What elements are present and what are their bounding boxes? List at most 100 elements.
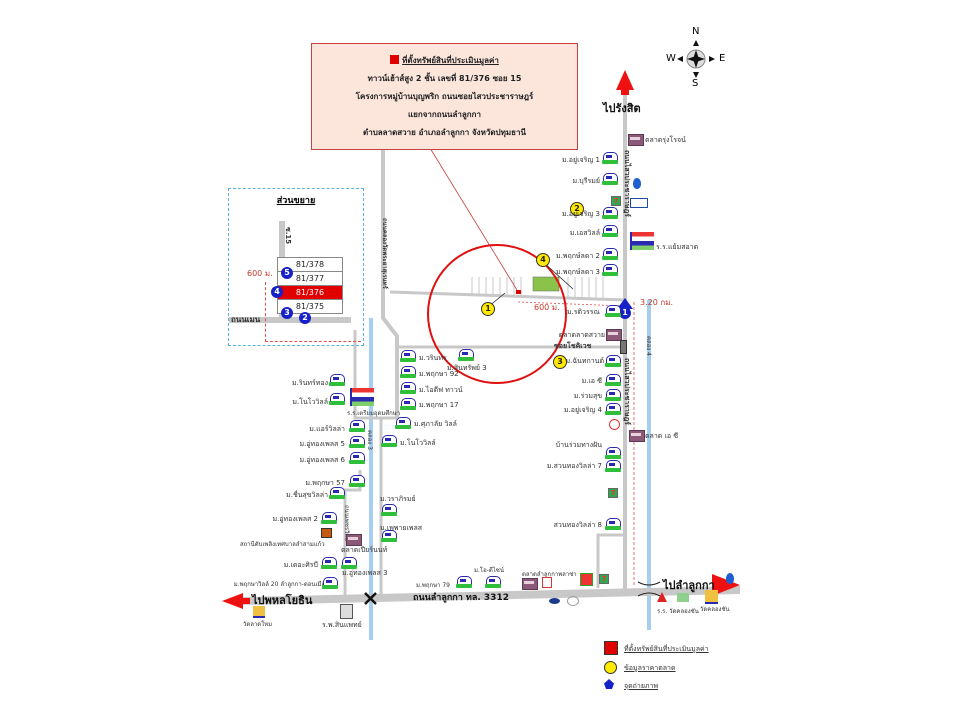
inset-road-label: ถนนเมน	[231, 315, 261, 324]
place-label: ม.พฤกษ์ลดา 3	[556, 268, 600, 276]
place-label: ม.วราภิรมย์	[380, 495, 416, 503]
inset-distance-line-h	[265, 341, 361, 343]
market-point-1[interactable]: 1	[481, 302, 495, 316]
traffic-light-icon	[620, 340, 627, 354]
bigc-icon	[580, 573, 593, 586]
seven-eleven-icon: 7	[611, 196, 621, 206]
village-icon	[381, 530, 397, 542]
place-label: วัดลาดใหม	[243, 621, 273, 628]
tesco-lotus-icon	[630, 198, 648, 208]
place-label: ม.พฤกษา 17	[419, 401, 459, 409]
photo-point-1-arrow	[617, 298, 633, 309]
inset-photo-point-5[interactable]: 5	[281, 267, 293, 279]
place-label: ร.ร.แย้มสอาด	[656, 243, 699, 251]
canal-4-label: คลอง 4	[645, 336, 652, 356]
place-label: ม.วรินทร	[419, 354, 447, 362]
place-label: ม.พฤกษาวิลล์ 20 ลำลูกกา-ดอนเมือง	[233, 581, 328, 588]
village-icon	[381, 504, 397, 516]
place-label: ม.แอร์วิลล่า	[309, 425, 345, 433]
gas-station-icon	[633, 178, 641, 189]
market-point-2[interactable]: 2	[570, 202, 584, 216]
village-icon	[605, 305, 621, 317]
inset-soi-label: ซ.15	[284, 227, 292, 245]
compass-s: S	[692, 78, 699, 89]
road-khlongwat	[381, 150, 399, 418]
village-icon	[400, 366, 416, 378]
site-marker[interactable]	[516, 290, 521, 294]
place-label: ม.ชื่นสุขวิลล่า	[286, 491, 328, 499]
village-icon	[329, 374, 345, 386]
road-main-label: ถนนลำลูกกา ทล. 3312	[413, 593, 509, 603]
market-icon	[629, 430, 645, 442]
place-label: ม.เดอะศิรบี	[283, 561, 318, 569]
village-icon	[602, 225, 618, 237]
school-crest-icon	[677, 593, 689, 602]
place-label: ม.สวนทองวิลล่า 7	[546, 462, 602, 470]
arrow-east	[712, 574, 740, 596]
village-icon	[322, 577, 338, 589]
gas-station-icon	[726, 573, 734, 584]
school-icon	[350, 388, 374, 406]
place-label: ม.พฤกษา 92	[419, 370, 459, 378]
compass-w: W	[666, 53, 676, 64]
place-label: สถานีดับเพลิงเทศบาลลำสามแก้ว	[240, 541, 325, 548]
village-icon	[329, 393, 345, 405]
market-icon	[628, 134, 644, 146]
ford-icon	[549, 598, 560, 604]
inset-photo-point-2[interactable]: 2	[299, 312, 311, 324]
compass-e: E	[719, 53, 726, 64]
fire-station-icon	[321, 528, 332, 538]
mitsubishi-icon	[657, 592, 667, 602]
direction-north-label: ไปรังสิต	[603, 102, 641, 115]
photo-point-1[interactable]: 1	[619, 307, 631, 319]
market-icon	[606, 329, 622, 341]
place-label: ม.พฤกษา 57	[305, 479, 345, 487]
radius-circle	[427, 244, 567, 384]
place-label: ม.พฤกษา 79	[416, 582, 450, 589]
place-label: ม.พฤกษ์ลดา 2	[556, 252, 600, 260]
legend-blue-arrow-icon	[604, 679, 614, 689]
inset-distance-label: 600 ม.	[247, 269, 273, 278]
legend-label-site: ที่ตั้งทรัพย์สินที่ประเมินมูลค่า	[624, 645, 709, 653]
legend-label-photo: จุดถ่ายภาพ	[624, 682, 659, 690]
arrow-west	[222, 593, 250, 609]
saiwai-distance-label: 3.20 กม.	[640, 298, 674, 307]
place-label: ตลาดลาดสวาย	[558, 331, 605, 339]
village-icon	[400, 398, 416, 410]
seven-eleven-icon: 7	[599, 574, 609, 584]
bridge-icon	[637, 581, 661, 597]
canal-3-label: คลอง 3	[366, 430, 373, 450]
village-icon	[349, 436, 365, 448]
inset-distance-line	[265, 282, 267, 342]
road-left-branch	[353, 330, 397, 420]
market-icon	[346, 534, 362, 546]
place-label: ตลาดลำลูกกาพลาซ่า	[522, 571, 577, 578]
place-label: ม.ฉันทกานต์	[565, 357, 604, 365]
direction-east-label: ไปลำลูกกา	[663, 579, 715, 592]
toyota-icon	[567, 596, 579, 606]
inset-photo-point-4[interactable]: 4	[271, 286, 283, 298]
place-label: ร.ร. วัดคลองชัน	[657, 608, 699, 615]
place-label: ม.ศุภาลัย วิลล์	[414, 420, 457, 428]
road-lamlukka	[240, 586, 740, 605]
seven-eleven-icon: 7	[608, 488, 618, 498]
place-label: ม.โนโววิลล์	[292, 398, 328, 406]
place-label: ม.รินทร์ทอง	[292, 379, 328, 387]
hospital-icon	[340, 604, 353, 619]
village-icon	[400, 350, 416, 362]
place-label: บ้านร่วมทางฝัน	[555, 441, 602, 449]
inset-photo-point-3[interactable]: 3	[281, 307, 293, 319]
market-point-4[interactable]: 4	[536, 253, 550, 267]
market-point-3[interactable]: 3	[553, 355, 567, 369]
intersection-x-icon	[364, 592, 377, 605]
village-icon	[602, 248, 618, 260]
place-label: ม.อยู่เจริญ 1	[561, 156, 600, 164]
road-saiwai-branch	[596, 533, 625, 588]
info-line-1: ทาวน์เฮ้าส์สูง 2 ชั้น เลขที่ 81/376 ซอย …	[367, 74, 522, 83]
inset-unit-selected[interactable]: 81/376	[277, 285, 343, 300]
place-label: ตลาดรุ่งโรจน์	[645, 136, 686, 144]
village-icon	[395, 417, 411, 429]
village-icon	[456, 576, 472, 588]
village-icon	[321, 557, 337, 569]
place-label: สวนทองวิลล่า 8	[553, 521, 602, 529]
